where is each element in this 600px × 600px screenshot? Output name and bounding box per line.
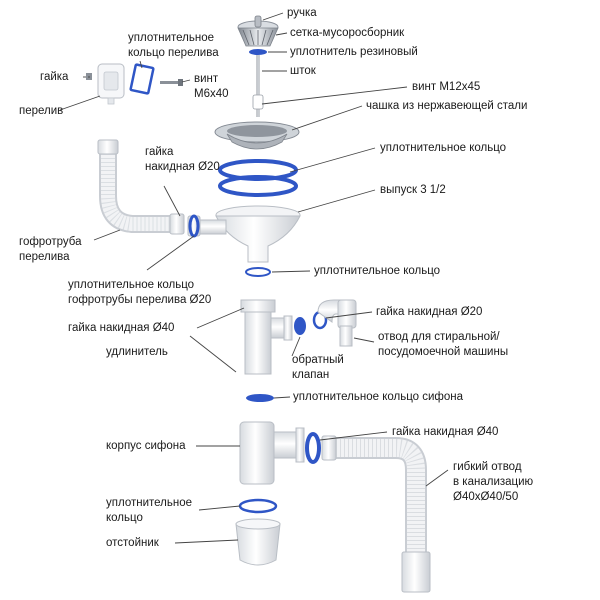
label-seal-ring-top: уплотнительное кольцо <box>380 142 507 154</box>
drain-nut-40 <box>305 432 321 464</box>
extender-tee <box>240 299 293 375</box>
outlet-funnel <box>195 205 301 263</box>
seal-ring-second <box>218 175 298 197</box>
label-nut-20-right: гайка накидная Ø20 <box>376 306 483 318</box>
label-siphon-body: корпус сифона <box>106 440 186 452</box>
label-seal-ring-mid: уплотнительное кольцо <box>314 265 441 277</box>
siphon-body <box>239 421 305 485</box>
label-nut-40-right: гайка накидная Ø40 <box>392 426 499 438</box>
label-flex-line2: в канализацию <box>453 476 534 488</box>
label-overflow-seal-line1: уплотнительное <box>128 32 214 44</box>
label-corrugated-line1: гофротруба <box>19 236 82 248</box>
sump <box>235 518 281 566</box>
siphon-seal-ring <box>246 394 274 402</box>
label-nut-40-left: гайка накидная Ø40 <box>68 322 175 334</box>
flexible-drain <box>321 435 431 593</box>
label-nut-20-left-line1: гайка <box>145 146 174 158</box>
label-check-valve-line2: клапан <box>292 369 330 381</box>
label-bottom-seal-line2: кольцо <box>106 512 143 524</box>
label-overflow: перелив <box>19 105 64 117</box>
label-nut-20-left-line2: накидная Ø20 <box>145 161 220 173</box>
strainer-basket <box>237 15 279 47</box>
label-flex-line3: Ø40хØ40/50 <box>453 491 519 503</box>
label-rod: шток <box>290 65 316 77</box>
label-check-valve-line1: обратный <box>292 354 344 366</box>
label-corr-seal-line1: уплотнительное кольцо <box>68 279 195 291</box>
label-overflow-seal-line2: кольцо перелива <box>128 47 219 59</box>
label-rubber-seal: уплотнитель резиновый <box>290 46 418 58</box>
label-siphon-seal: уплотнительное кольцо сифона <box>293 391 464 403</box>
seal-ring-small <box>245 267 271 277</box>
label-sump: отстойник <box>106 537 159 549</box>
check-valve <box>294 317 306 335</box>
label-washer-machine-line1: отвод для стиральной/ <box>378 331 500 343</box>
overflow-seal-ring <box>129 63 155 95</box>
label-corr-seal-line2: гофротрубы перелива Ø20 <box>68 294 212 306</box>
label-screw-m6-line1: винт <box>194 73 219 85</box>
washer-machine-elbow <box>317 299 357 347</box>
label-washer-machine-line2: посудомоечной машины <box>378 346 509 358</box>
label-screw-m6-line2: М6х40 <box>194 88 229 100</box>
label-flex-line1: гибкий отвод <box>453 461 522 473</box>
screw-m6 <box>160 79 183 86</box>
label-screw-m12: винт М12х45 <box>412 81 481 93</box>
label-extender: удлинитель <box>106 346 168 358</box>
corrugated-pipe <box>97 139 185 235</box>
label-handle: ручка <box>287 7 317 19</box>
rod <box>256 55 260 117</box>
label-steel-cup: чашка из нержавеющей стали <box>366 100 528 112</box>
rubber-seal <box>249 49 267 55</box>
steel-cup <box>214 121 300 150</box>
label-outlet: выпуск 3 1/2 <box>380 184 446 196</box>
label-strainer: сетка-мусоросборник <box>290 27 405 39</box>
bottom-seal-ring <box>238 498 278 514</box>
label-corrugated-line2: перелива <box>19 251 70 263</box>
rod-guide <box>252 94 264 110</box>
overflow-unit <box>97 63 125 105</box>
overflow-nut <box>86 73 92 80</box>
leader-lines <box>59 12 449 544</box>
label-bottom-seal-line1: уплотнительное <box>106 497 192 509</box>
label-nut: гайка <box>40 71 69 83</box>
